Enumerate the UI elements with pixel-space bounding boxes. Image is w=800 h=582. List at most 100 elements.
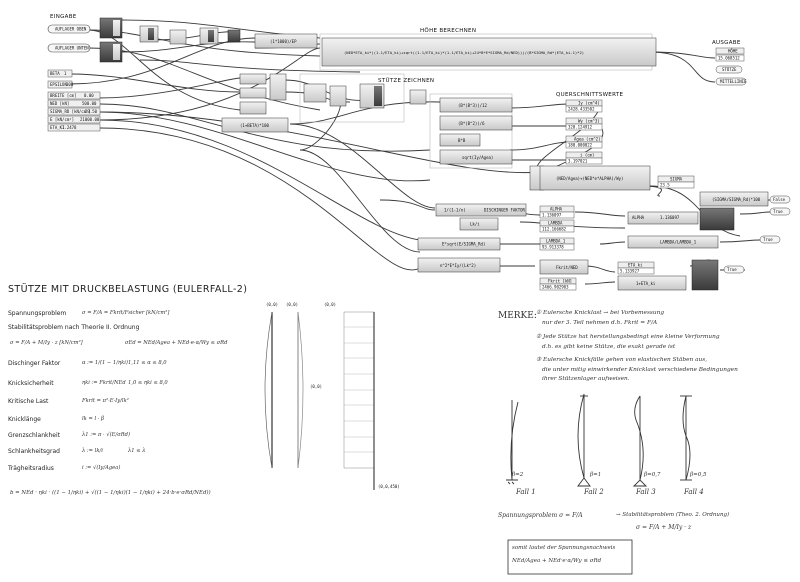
header-hoehe: HÖHE BERECHNEN xyxy=(420,27,476,34)
euler-cases xyxy=(506,393,692,487)
header-querschnitt: QUERSCHNITTSWERTE xyxy=(556,92,623,98)
slider-eta-ki[interactable]: ETA_KI 1.2478 xyxy=(47,123,101,132)
svg-text:LAMBDA/LAMBDA_1: LAMBDA/LAMBDA_1 xyxy=(660,240,697,245)
svg-text:LAMBDA_1: LAMBDA_1 xyxy=(546,239,566,244)
slider-e-modul[interactable]: E [kN/cm²] 21000.00 xyxy=(47,115,101,124)
svg-text:Fkrit [kN]: Fkrit [kN] xyxy=(548,279,572,284)
expr-e1[interactable]: (1*1000)/EP xyxy=(254,33,318,49)
svg-text:True: True xyxy=(727,267,737,272)
svg-text:BREITE [cm]: BREITE [cm] xyxy=(50,93,77,98)
expr-d2[interactable]: Lk/i xyxy=(459,217,499,231)
output-lambda: LAMBDA 112.166682 xyxy=(539,219,575,233)
svg-text:BETA: BETA xyxy=(50,71,60,76)
expr-main[interactable]: (NED*ETA_ki*((1-1/ETA_ki)+sqrt((1-1/ETA_… xyxy=(321,37,657,67)
svg-text:E*sqrt(E/SIGMA_Rd): E*sqrt(E/SIGMA_Rd) xyxy=(442,242,485,247)
expr-q1[interactable]: (B*(B^3))/12 xyxy=(439,97,513,113)
expr-n1[interactable]: (NED/Agea)+(NED*e*ALPHA)/Wy) xyxy=(539,165,651,191)
expr-e2[interactable]: (1+BETA)*100 xyxy=(221,117,289,133)
doc-row-9-name: Trägheitsradius xyxy=(8,465,54,472)
svg-text:Wy (cm^3): Wy (cm^3) xyxy=(578,119,600,124)
case-3-beta: β=0,7 xyxy=(644,472,661,478)
output-wy: Wy (cm^3) 320.124912 xyxy=(565,117,603,131)
sketch-mid-label: (0,0) xyxy=(310,384,322,389)
svg-text:n^2*E*Iy/(Lk^2): n^2*E*Iy/(Lk^2) xyxy=(440,263,476,268)
output-true-3: True xyxy=(723,265,745,274)
svg-text:SIGMA: SIGMA xyxy=(670,177,683,182)
svg-text:500.00: 500.00 xyxy=(82,101,97,106)
doc-row-8-name: Schlankheitsgrad xyxy=(8,448,60,455)
output-true-1: True xyxy=(769,207,791,216)
svg-text:ETA_ki: ETA_ki xyxy=(628,263,643,268)
svg-text:ETA_KI: ETA_KI xyxy=(50,125,65,130)
svg-text:Lk/i: Lk/i xyxy=(470,222,480,227)
case-1-label: Fall 1 xyxy=(516,488,536,496)
expr-n2[interactable]: (SIGMA/SIGMA_Rd)*100 xyxy=(699,191,769,207)
sketch-top-label-2: (0,0) xyxy=(286,302,298,307)
output-false: False xyxy=(769,195,791,204)
svg-text:5.133927: 5.133927 xyxy=(620,269,640,274)
header-stuetze: STÜTZE ZEICHNEN xyxy=(378,77,434,84)
input-auflager-oben[interactable]: AUFLAGER OBEN xyxy=(47,24,91,34)
svg-text:(B*(B^3))/12: (B*(B^3))/12 xyxy=(458,103,487,108)
svg-text:1.136097: 1.136097 xyxy=(660,215,680,220)
note-spannungsproblem: Spannungsproblem σ = F/A xyxy=(498,512,583,519)
input-auflager-unten[interactable]: AUFLAGER UNTEN xyxy=(47,43,91,53)
doc-b-formula: b = NEd · ηki · ((1 − 1/ηki) + √((1 − 1/… xyxy=(10,490,211,496)
svg-text:21000.00: 21000.00 xyxy=(80,117,100,122)
svg-text:1/(1-1/n): 1/(1-1/n) xyxy=(444,208,466,213)
svg-text:(1*1000)/EP: (1*1000)/EP xyxy=(270,39,297,44)
svg-text:AUFLAGER UNTEN: AUFLAGER UNTEN xyxy=(55,46,89,51)
doc-row-4-f1: ηki := Fkrit/NEd xyxy=(82,380,126,386)
doc-row-0-name: Spannungsproblem xyxy=(8,310,67,317)
expr-k2[interactable]: Fkrit/NED xyxy=(539,259,589,275)
doc-row-3-name: Dischinger Faktor xyxy=(8,360,61,367)
svg-text:AUFLAGER OBEN: AUFLAGER OBEN xyxy=(55,27,87,32)
slider-sigma-rd[interactable]: SIGMA_RD [kN/cm²] 23.50 xyxy=(47,107,101,116)
note-conclusion-1: somit lautet der Spannungsnachweis xyxy=(512,545,616,551)
output-stuetze: STÜTZE xyxy=(715,65,743,74)
slider-breite[interactable]: BREITE [cm] 0.00 xyxy=(47,91,101,100)
svg-text:23.5: 23.5 xyxy=(660,183,670,188)
doc-row-4-f2: 1,0 ≤ ηki ≤ 8,0 xyxy=(128,380,168,386)
output-hoehe: HÖHE 15.068512 xyxy=(715,47,745,62)
doc-row-7-f1: λ1 := π · √(E/σRd) xyxy=(82,432,130,438)
expr-d3[interactable]: E*sqrt(E/SIGMA_Rd) xyxy=(417,237,501,251)
expr-k1[interactable]: n^2*E*Iy/(Lk^2) xyxy=(417,257,501,273)
sketch-top-label-3: (0,0) xyxy=(324,302,336,307)
doc-row-5-name: Kritische Last xyxy=(8,398,49,405)
svg-text:(1+BETA)*100: (1+BETA)*100 xyxy=(240,123,269,128)
svg-text:320.124912: 320.124912 xyxy=(568,125,593,130)
note-1a: ① Eulersche Knicklast → bei Vorbemessung xyxy=(536,310,665,316)
slider-beta[interactable]: BETA 1 xyxy=(47,69,73,78)
check-alpha-gate[interactable] xyxy=(699,207,735,231)
case-1-beta: β=2 xyxy=(512,472,524,478)
svg-text:0.00: 0.00 xyxy=(84,93,94,98)
expr-d1[interactable]: 1/(1-1/n) DISCHINGER FAKTOR xyxy=(435,203,527,217)
svg-text:Iy (cm^4): Iy (cm^4) xyxy=(578,101,600,106)
slider-ned[interactable]: NED [kN] 500.00 xyxy=(47,99,101,108)
output-alpha: ALPHA 1.136097 xyxy=(539,205,575,219)
svg-text:HÖHE: HÖHE xyxy=(728,49,738,54)
sketch-top-label-1: (0,0) xyxy=(266,302,278,307)
column-sketch: (0,0) (0,0) (0,0) (0,0) (0,0,450) xyxy=(264,302,400,490)
svg-text:1: 1 xyxy=(64,71,67,76)
slider-epsilon[interactable]: EPSILON 300 xyxy=(47,80,74,89)
expr-q4[interactable]: sqrt(Iy/Agea) xyxy=(439,149,513,165)
expr-d5[interactable]: LAMBDA/LAMBDA_1 xyxy=(627,235,719,249)
point-component-2[interactable] xyxy=(99,41,123,63)
svg-text:EPSILON: EPSILON xyxy=(50,82,67,87)
expr-k3[interactable]: 1+ETA_ki xyxy=(617,275,687,291)
expr-q3[interactable]: B*B xyxy=(439,133,481,147)
check-etaki-gate[interactable] xyxy=(691,259,719,291)
note-conclusion-2: NEd/Agea + NEd·e·α/Wy ≤ σRd xyxy=(512,558,602,564)
check-alpha[interactable]: ALPHA 1.136097 xyxy=(627,211,699,225)
expr-q2[interactable]: (B*(B^2))/6 xyxy=(439,115,513,131)
point-component-1[interactable] xyxy=(99,17,123,39)
case-3-label: Fall 3 xyxy=(636,488,656,496)
doc-row-8-f2: λ1 ≤ λ xyxy=(128,448,146,454)
svg-text:DISCHINGER FAKTOR: DISCHINGER FAKTOR xyxy=(484,208,526,213)
svg-text:1.2478: 1.2478 xyxy=(62,125,77,130)
case-4-label: Fall 4 xyxy=(684,488,704,496)
svg-text:15.068512: 15.068512 xyxy=(718,56,740,61)
